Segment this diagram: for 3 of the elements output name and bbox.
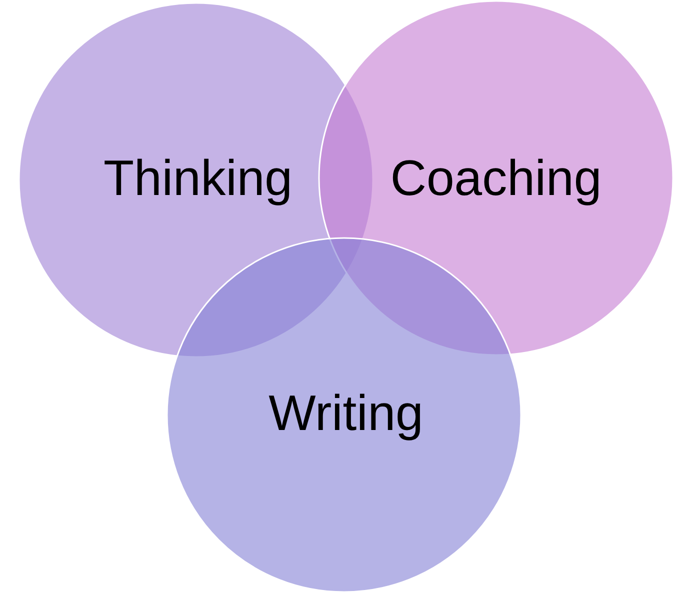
circle-label: Writing [268,388,424,438]
circle-label: Coaching [390,153,602,203]
circle-label: Thinking [104,153,292,203]
